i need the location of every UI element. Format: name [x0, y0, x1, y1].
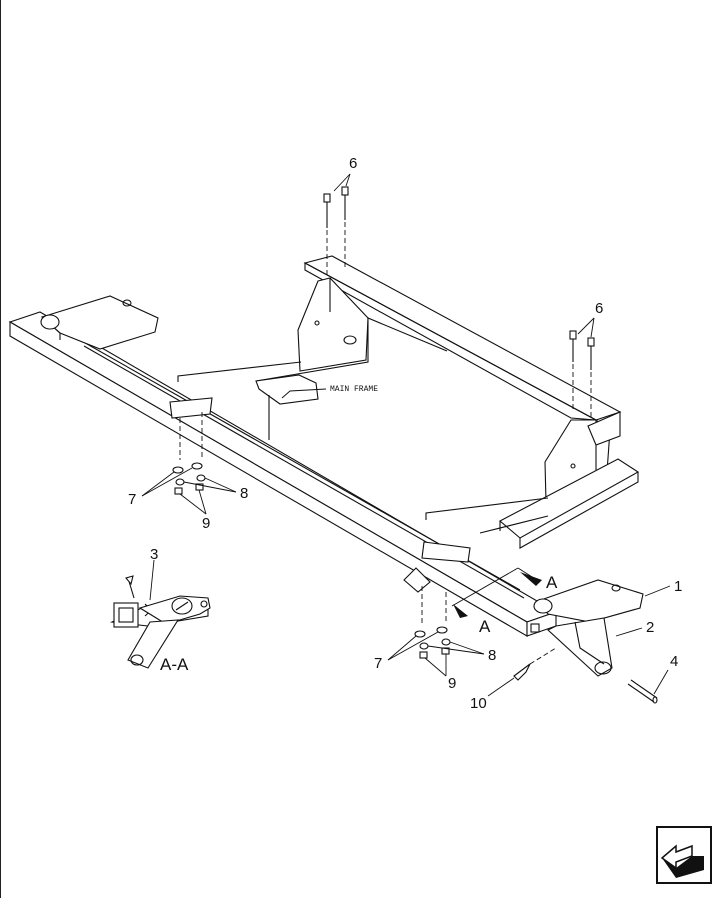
section-marker-a-top: A — [546, 573, 558, 592]
callout-6-right: 6 — [595, 300, 603, 317]
hardware-left — [141, 412, 237, 515]
callout-3: 3 — [150, 546, 158, 563]
bolts-part-6-top — [323, 173, 351, 278]
callout-7-left: 7 — [128, 491, 136, 508]
page-border-left — [0, 0, 1, 898]
arrow-left-icon — [660, 844, 704, 878]
callout-6-top: 6 — [349, 155, 357, 172]
bolts-part-6-right — [569, 317, 595, 418]
callout-4: 4 — [670, 653, 678, 670]
callout-2: 2 — [646, 619, 654, 636]
previous-page-button[interactable] — [656, 826, 712, 884]
callout-7-right: 7 — [374, 655, 382, 672]
hitch-arm — [547, 617, 613, 677]
hardware-right — [387, 586, 485, 677]
hitch-bar-assembly — [8, 295, 644, 637]
callout-1: 1 — [674, 578, 682, 595]
callout-8-left: 8 — [240, 485, 248, 502]
callout-9-left: 9 — [202, 515, 210, 532]
main-frame-outline — [177, 255, 640, 549]
section-marker-a-bottom: A — [479, 617, 491, 636]
main-frame-label: MAIN FRAME — [330, 385, 378, 394]
callout-10: 10 — [470, 695, 487, 712]
main-frame-leader — [281, 388, 327, 399]
callout-9-right: 9 — [448, 675, 456, 692]
pin-part-4 — [627, 679, 658, 704]
section-cut-line — [451, 567, 542, 618]
section-view-label: A-A — [160, 655, 189, 674]
grease-fitting-part-10 — [487, 647, 557, 697]
section-view-a-a — [110, 559, 211, 669]
callout-8-right: 8 — [488, 647, 496, 664]
